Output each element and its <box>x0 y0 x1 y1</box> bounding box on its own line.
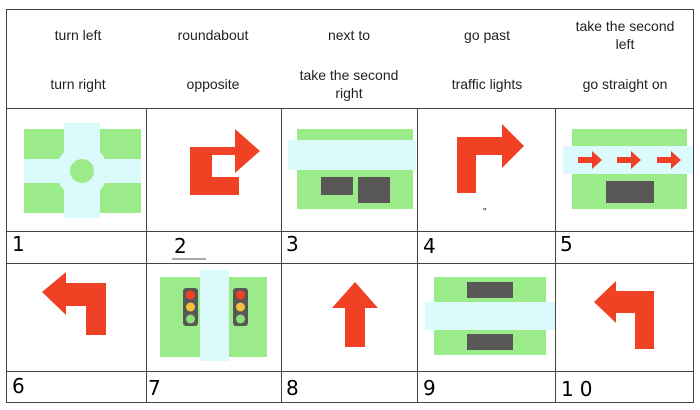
arrow-right-icon-1 <box>578 151 602 169</box>
picture-straight-arrow <box>332 282 378 347</box>
building <box>606 181 654 203</box>
number-2: 2 <box>174 234 187 258</box>
number-8: 8 <box>286 376 299 400</box>
vocabulary-row: turn left turn right roundabout opposite… <box>50 18 674 101</box>
picture-numbers: 1 2 3 4 5 6 7 8 9 10 <box>12 232 598 401</box>
worksheet-svg: turn left turn right roundabout opposite… <box>6 9 694 403</box>
building-bottom <box>467 334 513 350</box>
picture-traffic-lights <box>160 270 267 361</box>
building-left <box>321 177 353 195</box>
word-turn-left: turn left <box>55 27 102 43</box>
word-take-second-right-line2: right <box>335 85 362 101</box>
word-take-second-left-line1: take the second <box>576 18 675 34</box>
number-1: 1 <box>12 232 25 256</box>
word-turn-right: turn right <box>50 76 105 92</box>
arrow-right-icon-2 <box>617 151 641 169</box>
word-take-second-left-line2: left <box>616 36 635 52</box>
picture-roundabout <box>24 123 141 218</box>
picture-go-past <box>563 129 694 209</box>
word-roundabout: roundabout <box>178 27 249 43</box>
right-turn-arrow-icon <box>457 124 524 193</box>
word-go-past: go past <box>464 27 510 43</box>
road <box>425 302 555 330</box>
road <box>288 140 416 170</box>
table-border <box>6 9 694 403</box>
left-turn-arrow-icon <box>594 281 654 349</box>
left-turn-arrow-icon <box>42 272 106 335</box>
picture-turn-right-arrow <box>190 129 260 195</box>
word-take-second-right-line1: take the second <box>300 67 399 83</box>
picture-next-to <box>288 129 416 209</box>
road <box>200 270 229 361</box>
number-10: 10 <box>561 377 598 401</box>
worksheet: turn left turn right roundabout opposite… <box>6 9 694 403</box>
number-6: 6 <box>12 374 25 398</box>
traffic-light-right-icon <box>233 288 248 326</box>
number-5: 5 <box>560 232 573 256</box>
building-right <box>358 177 390 203</box>
roundabout-island <box>70 159 94 183</box>
number-7: 7 <box>148 376 161 400</box>
turn-right-arrow-icon <box>190 129 260 195</box>
number-9: 9 <box>423 376 436 400</box>
arrow-right-icon-3 <box>657 151 681 169</box>
number-3: 3 <box>286 232 299 256</box>
picture-right-turn-arrow: " <box>457 124 524 218</box>
straight-arrow-icon <box>332 282 378 347</box>
stray-mark: " <box>483 207 487 218</box>
table-grid <box>6 9 694 403</box>
picture-opposite <box>425 277 555 355</box>
word-go-straight-on: go straight on <box>583 76 668 92</box>
picture-left-turn-arrow <box>42 272 106 335</box>
word-next-to: next to <box>328 27 370 43</box>
number-4: 4 <box>423 234 436 258</box>
picture-left-turn-arrow-2 <box>594 281 654 349</box>
building-top <box>467 282 513 298</box>
word-traffic-lights: traffic lights <box>452 76 523 92</box>
traffic-light-left-icon <box>183 288 198 326</box>
word-opposite: opposite <box>187 76 240 92</box>
